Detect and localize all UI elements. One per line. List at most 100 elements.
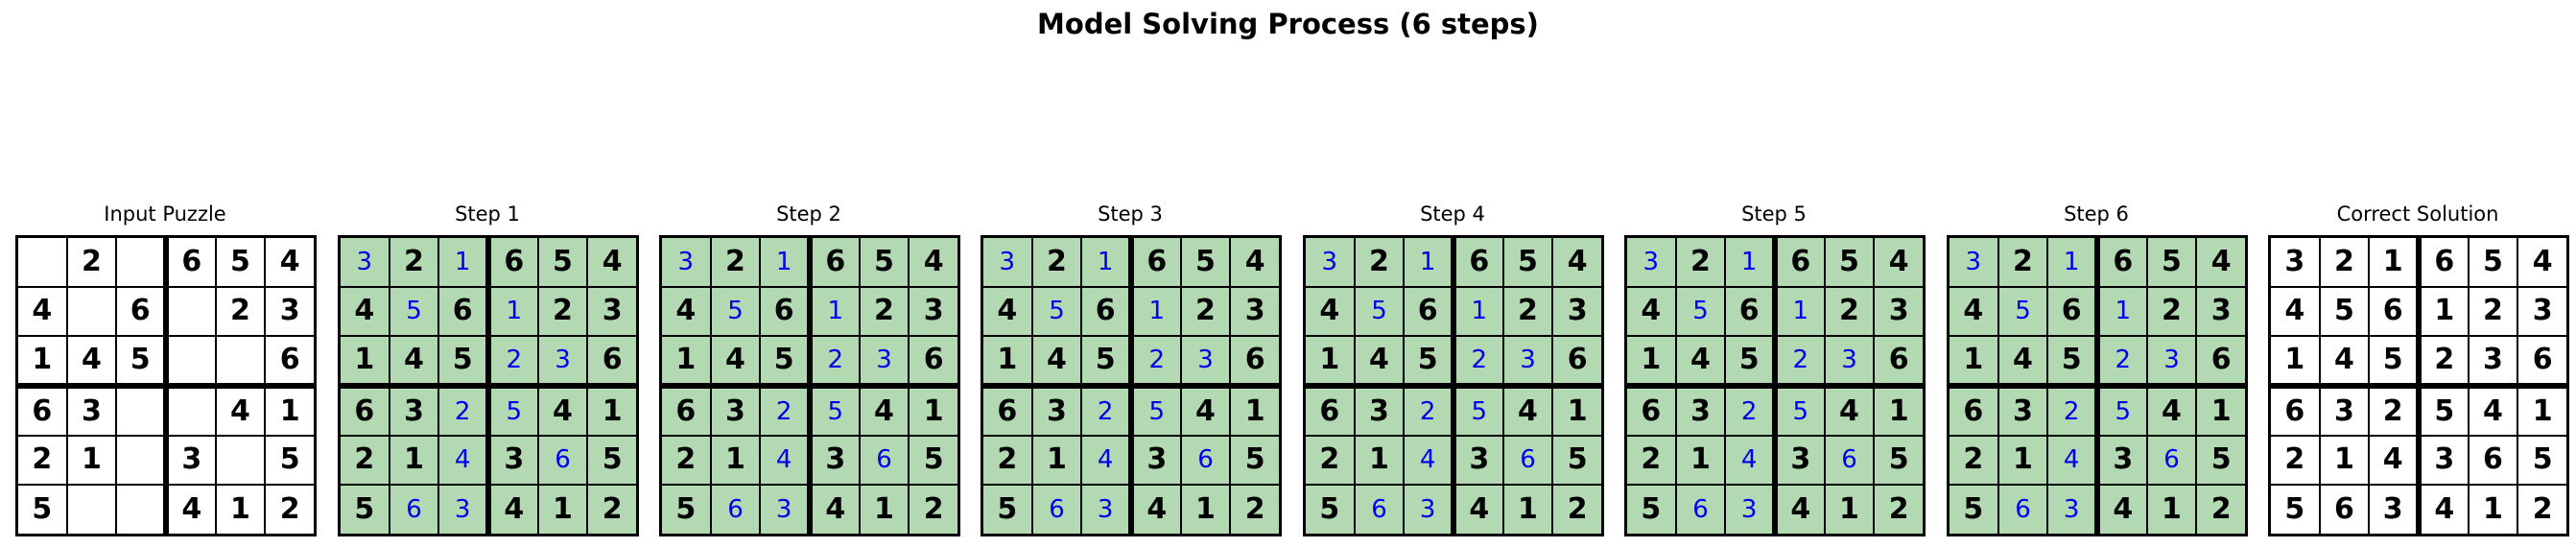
sudoku-cell: 3 bbox=[265, 286, 315, 337]
sudoku-cell: 3 bbox=[1354, 386, 1405, 436]
sudoku-cell: 3 bbox=[438, 485, 488, 535]
sudoku-cell: 5 bbox=[537, 237, 588, 287]
sudoku-cell: 4 bbox=[1824, 386, 1875, 436]
sudoku-cell: 2 bbox=[1552, 485, 1602, 535]
sudoku-cell: 2 bbox=[66, 237, 117, 287]
sudoku-cell: 5 bbox=[1230, 435, 1280, 486]
panel-label: Step 1 bbox=[455, 203, 520, 226]
sudoku-cell: 5 bbox=[2369, 336, 2419, 386]
sudoku-cell: 1 bbox=[438, 237, 488, 287]
sudoku-cell: 3 bbox=[1725, 485, 1775, 535]
panel-label: Input Puzzle bbox=[104, 203, 226, 226]
sudoku-cell: 1 bbox=[1230, 386, 1280, 436]
sudoku-cell: 6 bbox=[17, 386, 67, 436]
sudoku-cell: 4 bbox=[710, 336, 761, 386]
sudoku-cell: 6 bbox=[2270, 386, 2320, 436]
sudoku-cell: 6 bbox=[587, 336, 637, 386]
sudoku-cell: 4 bbox=[1626, 286, 1676, 337]
sudoku-cell: 3 bbox=[2319, 386, 2370, 436]
sudoku-cell: 5 bbox=[389, 286, 439, 337]
sudoku-cell bbox=[166, 386, 216, 436]
sudoku-cell: 6 bbox=[661, 386, 711, 436]
sudoku-cell: 1 bbox=[2468, 485, 2518, 535]
sudoku-cell: 1 bbox=[488, 286, 538, 337]
sudoku-cell: 4 bbox=[1949, 286, 1998, 337]
sudoku-cell: 1 bbox=[760, 237, 810, 287]
sudoku-cell: 6 bbox=[2468, 435, 2518, 486]
sudoku-cell: 1 bbox=[2270, 336, 2320, 386]
sudoku-cell: 1 bbox=[1180, 485, 1231, 535]
sudoku-cell: 2 bbox=[1949, 435, 1998, 486]
sudoku-cell: 6 bbox=[1230, 336, 1280, 386]
sudoku-cell: 6 bbox=[1824, 435, 1875, 486]
sudoku-cell: 3 bbox=[661, 237, 711, 287]
sudoku-cell: 2 bbox=[389, 237, 439, 287]
sudoku-cell: 4 bbox=[537, 386, 588, 436]
sudoku-cell: 6 bbox=[1305, 386, 1355, 436]
sudoku-cell: 1 bbox=[909, 386, 958, 436]
sudoku-cell: 2 bbox=[909, 485, 958, 535]
sudoku-cell: 4 bbox=[2369, 435, 2419, 486]
sudoku-cell: 3 bbox=[166, 435, 216, 486]
sudoku-cell: 3 bbox=[2097, 435, 2147, 486]
sudoku-cell: 5 bbox=[1305, 485, 1355, 535]
sudoku-cell: 5 bbox=[1626, 485, 1676, 535]
sudoku-cell: 4 bbox=[2517, 237, 2567, 287]
sudoku-cell: 1 bbox=[389, 435, 439, 486]
sudoku-cell: 6 bbox=[1354, 485, 1405, 535]
sudoku-cell: 2 bbox=[1453, 336, 1503, 386]
sudoku-cell: 5 bbox=[1404, 336, 1453, 386]
sudoku-cell: 2 bbox=[215, 286, 266, 337]
sudoku-cell: 5 bbox=[2468, 237, 2518, 287]
sudoku-cell: 4 bbox=[1354, 336, 1405, 386]
sudoku-cell: 4 bbox=[1997, 336, 2048, 386]
sudoku-cell: 6 bbox=[810, 237, 860, 287]
sudoku-cell: 5 bbox=[2146, 237, 2197, 287]
sudoku-cell: 3 bbox=[1502, 336, 1553, 386]
sudoku-cell: 5 bbox=[2047, 336, 2097, 386]
sudoku-cell: 3 bbox=[1031, 386, 1082, 436]
sudoku-cell: 4 bbox=[1775, 485, 1825, 535]
sudoku-cell: 3 bbox=[710, 386, 761, 436]
sudoku-cell: 4 bbox=[66, 336, 117, 386]
sudoku-cell: 2 bbox=[661, 435, 711, 486]
sudoku-cell: 5 bbox=[1131, 386, 1181, 436]
sudoku-cell: 5 bbox=[2270, 485, 2320, 535]
sudoku-cell: 1 bbox=[1552, 386, 1602, 436]
sudoku-cell: 2 bbox=[810, 336, 860, 386]
sudoku-cell: 6 bbox=[1949, 386, 1998, 436]
sudoku-cell: 6 bbox=[1131, 237, 1181, 287]
panel-label: Step 3 bbox=[1098, 203, 1163, 226]
sudoku-cell: 4 bbox=[1131, 485, 1181, 535]
panel-label: Step 4 bbox=[1420, 203, 1485, 226]
sudoku-cell: 1 bbox=[2517, 386, 2567, 436]
sudoku-cell: 1 bbox=[537, 485, 588, 535]
sudoku-cell: 6 bbox=[1404, 286, 1453, 337]
sudoku-cell: 5 bbox=[215, 237, 266, 287]
sudoku-cell: 1 bbox=[1824, 485, 1875, 535]
sudoku-cell bbox=[116, 485, 166, 535]
sudoku-cell: 2 bbox=[1354, 237, 1405, 287]
sudoku-cell: 1 bbox=[1502, 485, 1553, 535]
sudoku-cell: 6 bbox=[1552, 336, 1602, 386]
sudoku-cell: 5 bbox=[116, 336, 166, 386]
panel-label: Correct Solution bbox=[2336, 203, 2499, 226]
sudoku-cell: 4 bbox=[859, 386, 910, 436]
sudoku-cell: 3 bbox=[1404, 485, 1453, 535]
sudoku-cell: 5 bbox=[2196, 435, 2246, 486]
sudoku-cell: 4 bbox=[1031, 336, 1082, 386]
sudoku-cell: 6 bbox=[1725, 286, 1775, 337]
sudoku-cell: 6 bbox=[537, 435, 588, 486]
sudoku-cell: 4 bbox=[17, 286, 67, 337]
sudoku-cell: 1 bbox=[661, 336, 711, 386]
sudoku-cell: 4 bbox=[340, 286, 390, 337]
sudoku-cell: 6 bbox=[859, 435, 910, 486]
sudoku-cell: 4 bbox=[982, 286, 1032, 337]
sudoku-cell: 3 bbox=[2419, 435, 2469, 486]
sudoku-cell: 2 bbox=[17, 435, 67, 486]
sudoku-cell: 2 bbox=[2517, 485, 2567, 535]
sudoku-cell: 2 bbox=[2319, 237, 2370, 287]
